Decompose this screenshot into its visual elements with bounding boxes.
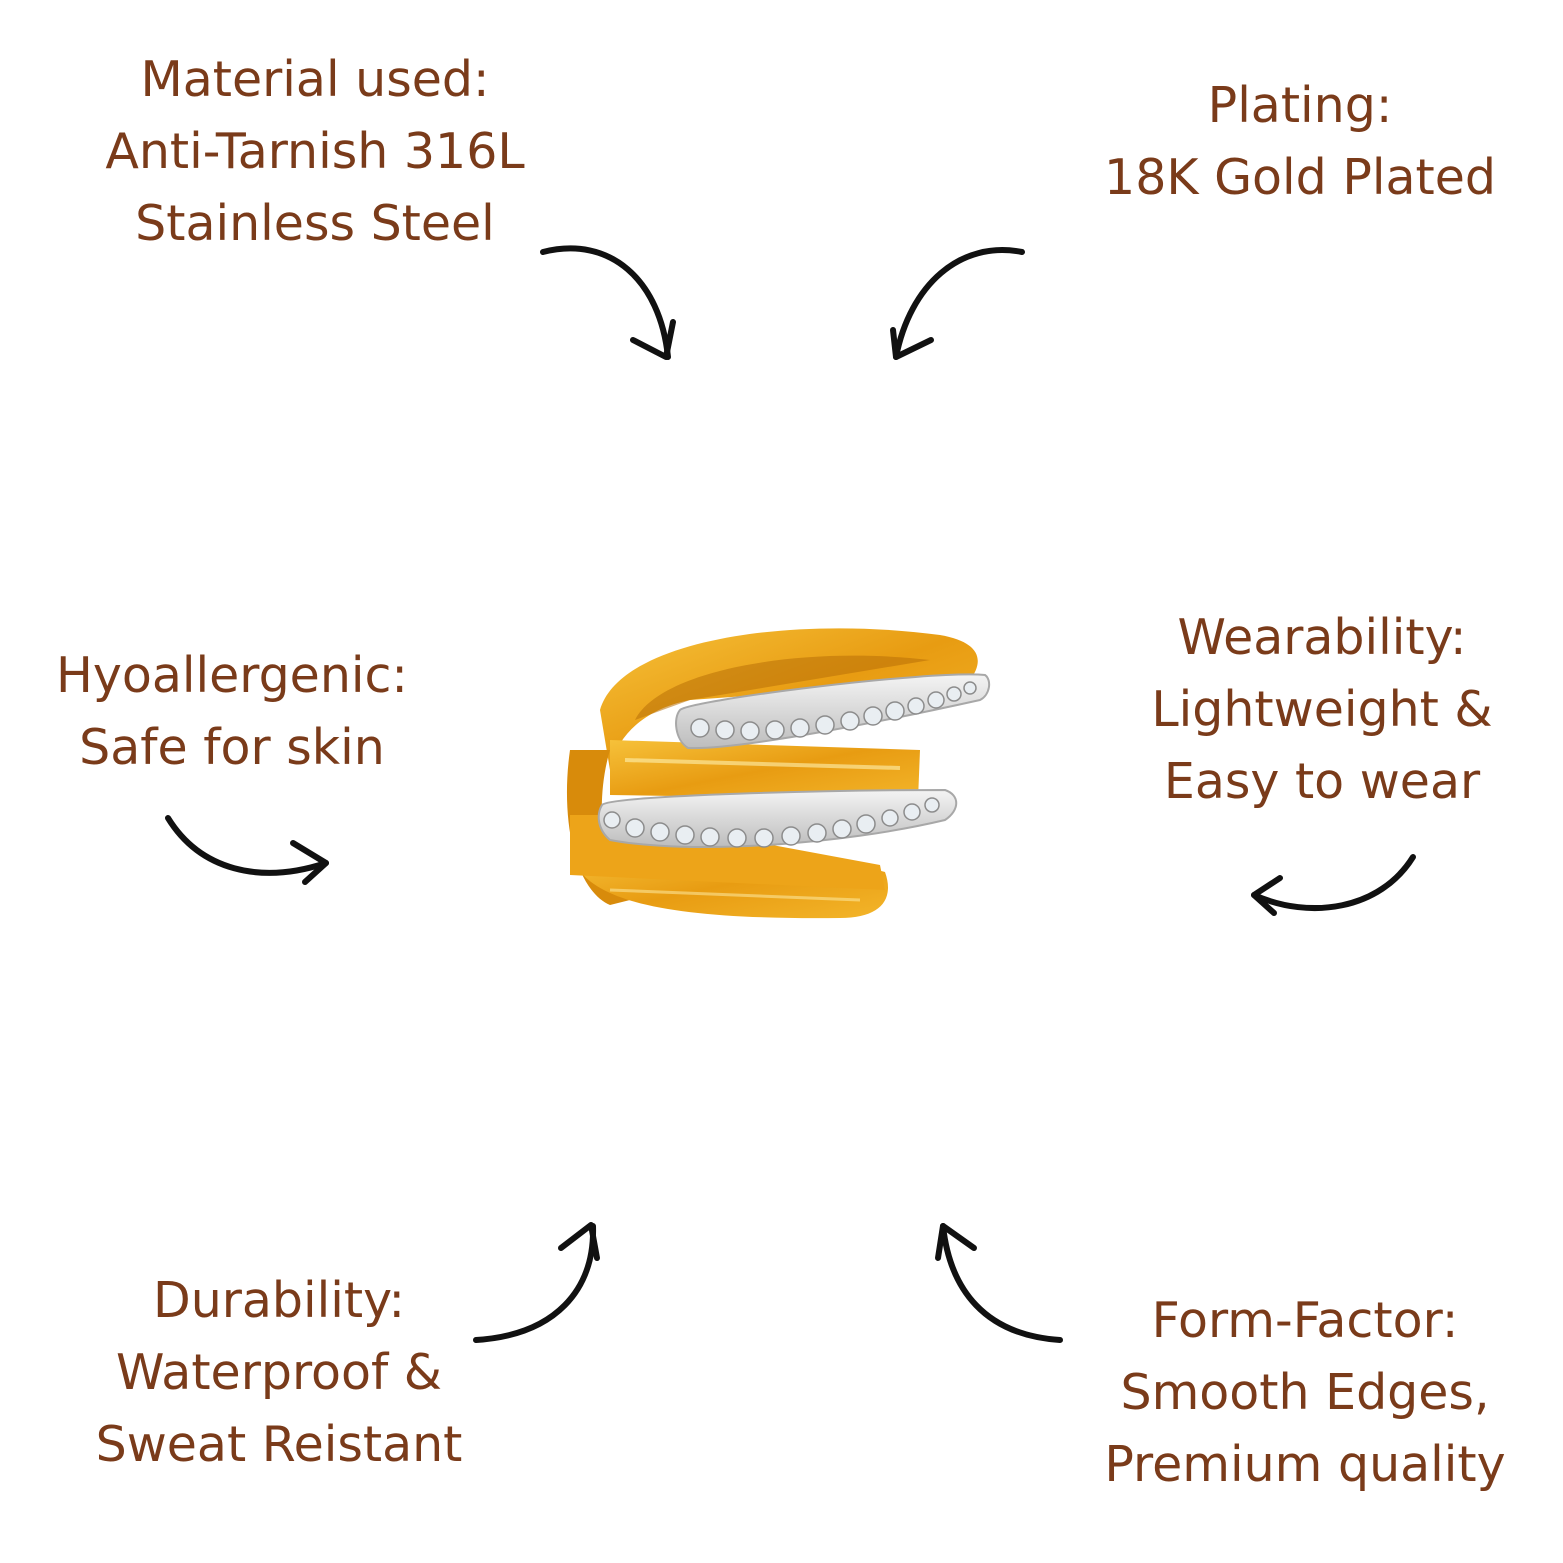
arrow-plating-icon	[890, 247, 1025, 360]
feature-form-factor-line-2: Premium quality	[1104, 1436, 1506, 1493]
feature-material-line-2: Stainless Steel	[135, 195, 495, 252]
feature-form-factor-title: Form-Factor:	[1151, 1292, 1459, 1349]
arrow-wearability-icon	[1251, 854, 1416, 916]
feature-material-title: Material used:	[140, 51, 490, 108]
feature-wearability-line-2: Easy to wear	[1163, 753, 1481, 810]
feature-durability-line-2: Sweat Reistant	[95, 1416, 463, 1473]
arrow-durability-icon	[473, 1222, 600, 1343]
feature-durability-title: Durability:	[152, 1272, 406, 1329]
arrow-form-factor-icon	[935, 1223, 1063, 1343]
feature-wearability-title: Wearability:	[1177, 609, 1467, 666]
arrow-material-icon	[540, 245, 676, 360]
feature-form-factor: Form-Factor: Smooth Edges, Premium quali…	[1104, 1285, 1505, 1501]
feature-plating-line-1: 18K Gold Plated	[1104, 149, 1496, 206]
arrow-hypoallergenic-icon	[165, 815, 329, 885]
feature-durability: Durability: Waterproof & Sweat Reistant	[96, 1265, 463, 1481]
feature-plating-title: Plating:	[1207, 77, 1393, 134]
feature-wearability: Wearability: Lightweight & Easy to wear	[1151, 602, 1492, 818]
feature-hypoallergenic-line-1: Safe for skin	[79, 719, 385, 776]
feature-plating: Plating: 18K Gold Plated	[1104, 70, 1496, 214]
feature-wearability-line-1: Lightweight &	[1151, 681, 1493, 738]
feature-durability-line-1: Waterproof &	[115, 1344, 443, 1401]
feature-hypoallergenic: Hyoallergenic: Safe for skin	[56, 640, 408, 784]
feature-material-line-1: Anti-Tarnish 316L	[105, 123, 525, 180]
gold-ring-icon	[566, 628, 991, 919]
feature-material: Material used: Anti-Tarnish 316L Stainle…	[105, 44, 524, 260]
feature-hypoallergenic-title: Hyoallergenic:	[56, 647, 408, 704]
feature-form-factor-line-1: Smooth Edges,	[1120, 1364, 1490, 1421]
